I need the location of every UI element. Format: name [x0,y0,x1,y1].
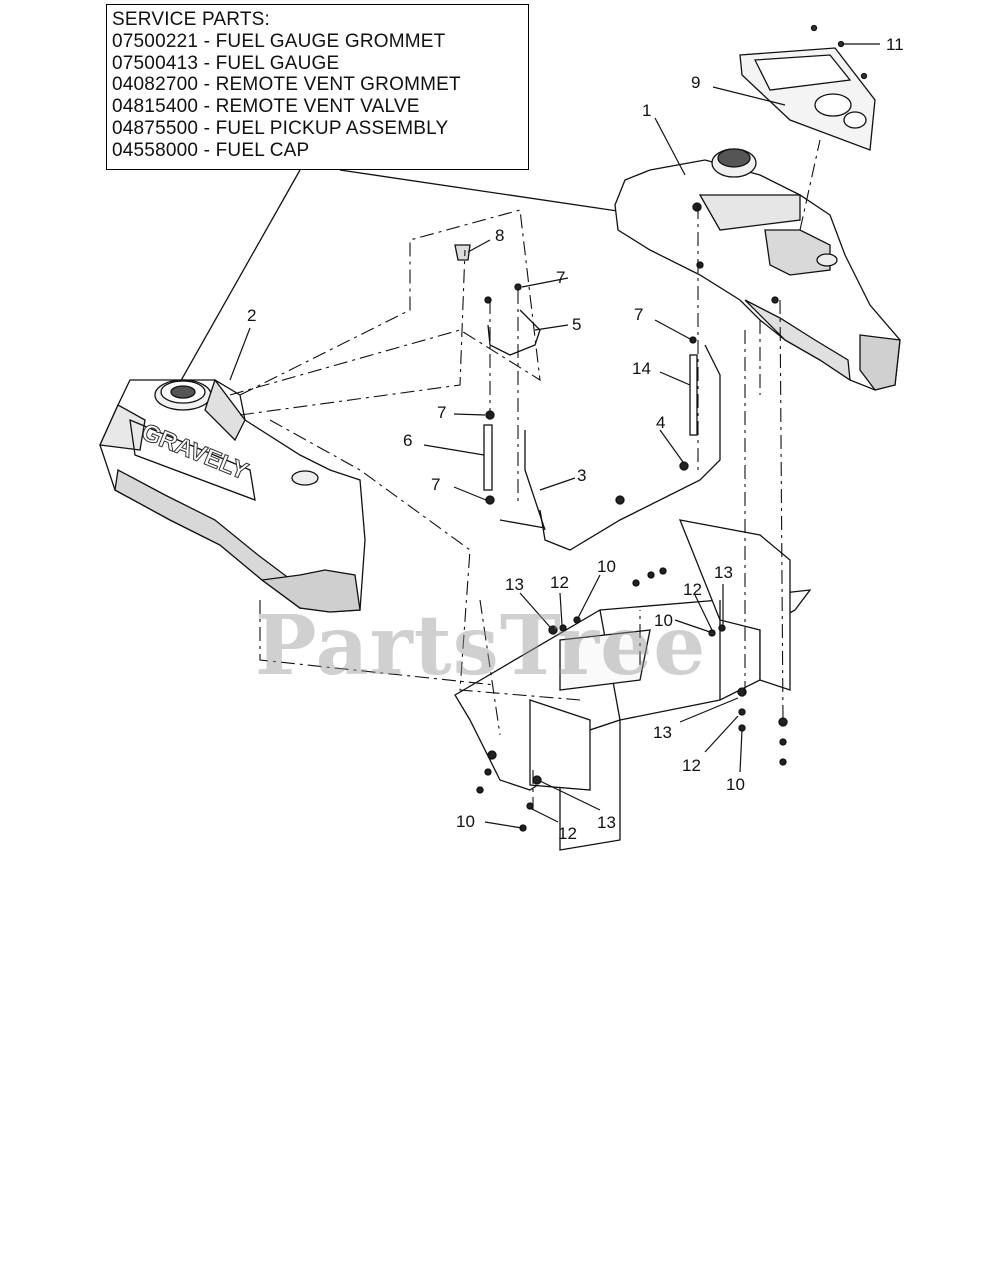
service-leader-left [169,169,301,401]
callout-2[interactable]: 2 [247,306,257,325]
fasteners [476,202,788,832]
fuel-hose-5 [487,309,541,356]
fuel-tank-left: GRAVELY [99,378,366,613]
tube-3-upper [524,430,546,531]
service-part-item: 04558000 - FUEL CAP [112,139,310,161]
service-part-item: 07500221 - FUEL GAUGE GROMMET [112,30,446,52]
assembly-leaders [229,139,821,810]
callout-13[interactable]: 13 [597,813,616,832]
service-part-item: 07500413 - FUEL GAUGE [112,52,340,74]
hose-14 [689,354,698,436]
callout-8[interactable]: 8 [495,226,505,245]
service-part-item: 04815400 - REMOTE VENT VALVE [112,96,420,118]
vent-valve-8 [454,244,471,261]
callout-6[interactable]: 6 [403,431,413,450]
callout-12[interactable]: 12 [558,824,577,843]
callout-11[interactable]: 11 [886,35,904,54]
callout-4[interactable]: 4 [656,413,666,432]
callout-1[interactable]: 1 [642,101,652,120]
callout-12[interactable]: 12 [683,580,702,599]
service-part-item: 04875500 - FUEL PICKUP ASSEMBLY [112,117,449,139]
callout-13[interactable]: 13 [505,575,524,594]
callout-10[interactable]: 10 [654,611,673,630]
callout-7[interactable]: 7 [437,403,447,422]
hose-6 [483,424,493,491]
callout-3[interactable]: 3 [577,466,587,485]
service-part-item: 04082700 - REMOTE VENT GROMMET [112,74,461,96]
service-parts-heading: SERVICE PARTS: [112,9,271,30]
callout-12[interactable]: 12 [682,756,701,775]
callout-9[interactable]: 9 [691,73,701,92]
service-parts-box: SERVICE PARTS: 07500221 - FUEL GAUGE GRO… [106,4,529,170]
mounting-bracket-9 [739,24,876,151]
callout-13[interactable]: 13 [714,563,733,582]
callout-7[interactable]: 7 [634,305,644,324]
watermark: PartsTree [255,598,707,694]
callout-12[interactable]: 12 [550,573,569,592]
callout-leaders [229,43,880,829]
callout-5[interactable]: 5 [572,315,582,334]
callout-13[interactable]: 13 [653,723,672,742]
chassis-frame [454,519,812,851]
callout-7[interactable]: 7 [556,268,566,287]
callout-10[interactable]: 10 [726,775,745,794]
callout-10[interactable]: 10 [456,812,475,831]
fuel-pickup-tube-3 [539,344,721,551]
callout-7[interactable]: 7 [431,475,441,494]
callout-14[interactable]: 14 [632,359,651,378]
callout-10[interactable]: 10 [597,557,616,576]
fuel-tank-right [614,148,901,391]
